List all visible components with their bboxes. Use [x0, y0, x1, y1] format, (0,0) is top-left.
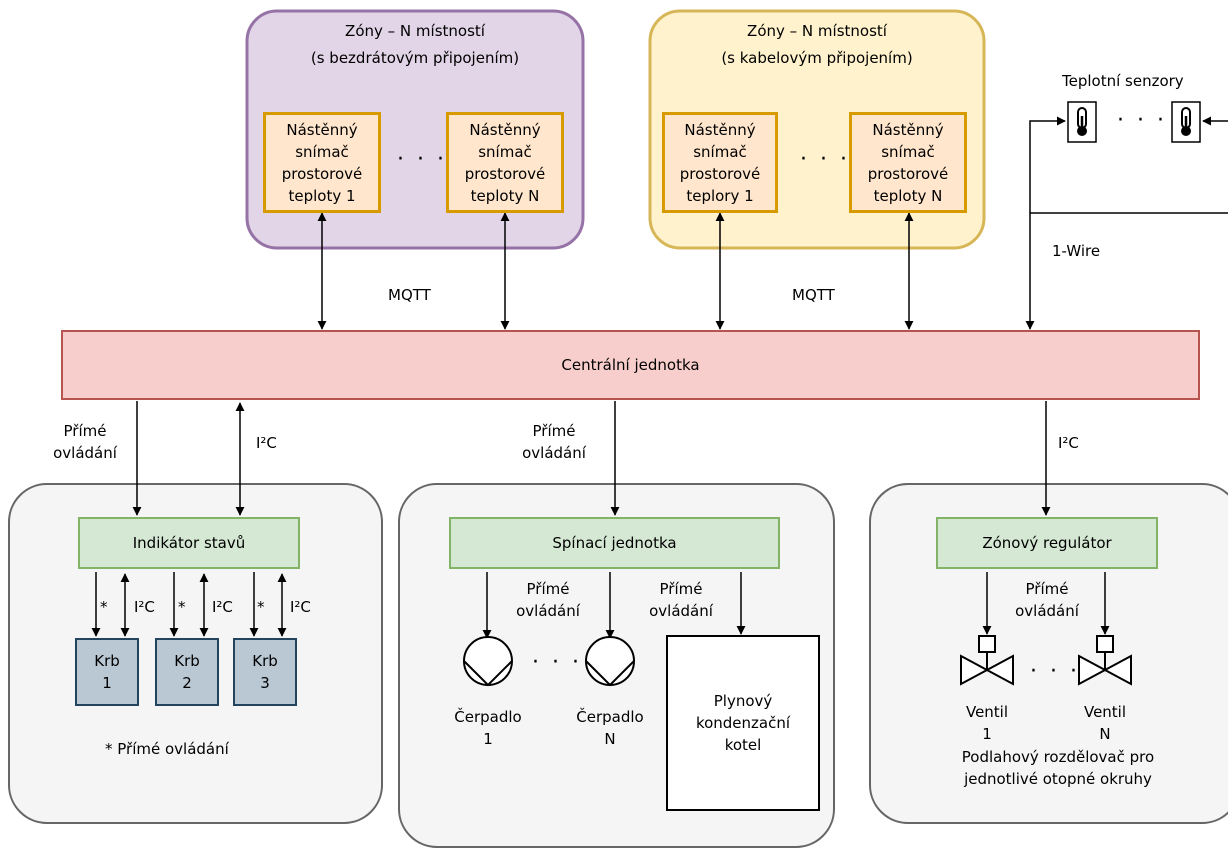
valve-n-label: Ventil N: [1083, 703, 1127, 743]
wired-room-sensor-n: Nástěnný snímač prostorové teploty N: [849, 112, 967, 213]
central-unit: [61, 330, 1200, 400]
wireless-room-sensor-1: Nástěnný snímač prostorové teploty 1: [263, 112, 381, 213]
valve-icon: [1078, 635, 1132, 686]
valve-1-label: Ventil 1: [965, 703, 1009, 743]
krb1-star-label: *: [100, 598, 108, 616]
one-wire-bus: [1025, 212, 1228, 330]
direct-control-valves-label: Přímé ovládání: [1015, 580, 1079, 620]
krb2-i2c-label: I²C: [212, 598, 233, 616]
krb1-i2c-label: I²C: [134, 598, 155, 616]
boiler-box: [666, 635, 820, 811]
direct-control-label-left: Přímé ovládání: [53, 422, 117, 462]
fireplace-2: Krb 2: [155, 638, 219, 706]
central-unit-label: Centrální jednotka: [561, 356, 700, 374]
footnote-direct-control: * Přímé ovládání: [105, 740, 229, 758]
wired-zone-title: Zóny – N místností: [747, 22, 887, 40]
valve-icon: [960, 635, 1014, 686]
status-indicator-unit: Indikátor stavů: [78, 517, 300, 569]
wireless-zone-subtitle: (s bezdrátovým připojením): [310, 49, 520, 67]
wireless-zone-title: Zóny – N místností: [345, 22, 485, 40]
switching-unit: Spínací jednotka: [449, 517, 780, 569]
wireless-room-sensor-n: Nástěnný snímač prostorové teploty N: [446, 112, 564, 213]
direct-control-boiler-label: Přímé ovládání: [649, 580, 713, 620]
mqtt-label-wireless: MQTT: [388, 286, 431, 304]
krb3-i2c-label: I²C: [290, 598, 311, 616]
gas-condensing-boiler: Plynový kondenzační kotel: [695, 692, 791, 754]
wired-sensor-ellipsis: · · ·: [800, 147, 850, 172]
thermometer-icon: [1067, 101, 1097, 143]
wired-room-sensor-1: Nástěnný snímač prostorové teplory 1: [662, 112, 778, 213]
i2c-label-right: I²C: [1058, 434, 1079, 452]
zone-regulator: Zónový regulátor: [936, 517, 1158, 569]
pump-ellipsis: · · ·: [532, 650, 582, 675]
i2c-label-left: I²C: [256, 434, 277, 452]
one-wire-branch-sensor-1: [1029, 116, 1066, 213]
valve-ellipsis: · · ·: [1030, 659, 1080, 684]
wired-zone-subtitle: (s kabelovým připojením): [721, 49, 913, 67]
temp-sensors-title: Teplotní senzory: [1062, 72, 1184, 90]
pump-icon: [585, 636, 635, 687]
krb3-star-label: *: [257, 598, 265, 616]
mqtt-label-wired: MQTT: [792, 286, 835, 304]
fireplace-1: Krb 1: [75, 638, 139, 706]
pump-n-label: Čerpadlo N: [576, 708, 644, 748]
pump-1-label: Čerpadlo 1: [454, 708, 522, 748]
temp-sensor-ellipsis: · · ·: [1117, 108, 1167, 133]
direct-control-label-mid: Přímé ovládání: [522, 422, 586, 462]
pump-icon: [463, 636, 513, 687]
direct-control-pumps-label: Přímé ovládání: [516, 580, 580, 620]
wireless-sensor-ellipsis: · · ·: [397, 147, 447, 172]
fireplace-3: Krb 3: [233, 638, 297, 706]
thermometer-icon: [1171, 101, 1201, 143]
one-wire-label: 1-Wire: [1052, 242, 1101, 260]
krb2-star-label: *: [178, 598, 186, 616]
floor-manifold-label: Podlahový rozdělovač pro jednotlivé otop…: [961, 748, 1155, 788]
